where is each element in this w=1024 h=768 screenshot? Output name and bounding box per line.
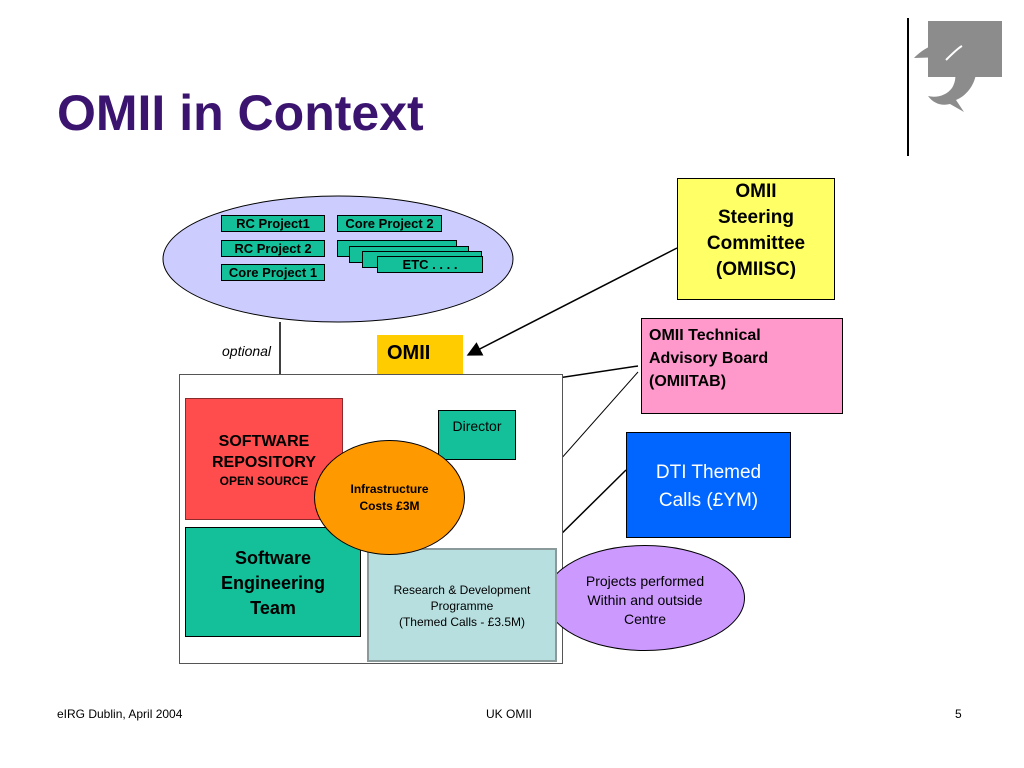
- steering-line1: OMII: [735, 181, 777, 202]
- etc-project-box: ETC . . . .: [377, 256, 483, 273]
- tab-line1: OMII Technical: [649, 327, 761, 344]
- software-engineering-line1: Software: [234, 548, 312, 568]
- director-box: Director: [438, 410, 516, 460]
- footer-left: eIRG Dublin, April 2004: [57, 707, 183, 721]
- slide-number: 5: [955, 707, 962, 721]
- projects-line1: Projects performed: [585, 573, 705, 589]
- infrastructure-line2: Costs £3M: [359, 498, 420, 513]
- dti-themed-calls-box: DTI Themed Calls (£YM): [626, 432, 791, 538]
- tab-line3: (OMIITAB): [649, 373, 727, 390]
- core-project1-box: Core Project 1: [221, 264, 325, 281]
- research-development-box: Research & Development Programme (Themed…: [367, 548, 557, 662]
- research-line3: (Themed Calls - £3.5M): [398, 615, 526, 629]
- infrastructure-costs-circle: Infrastructure Costs £3M: [314, 440, 465, 555]
- steering-line2: Steering: [717, 207, 795, 228]
- software-engineering-line3: Team: [250, 598, 296, 618]
- software-repository-line2: REPOSITORY: [211, 454, 317, 471]
- software-repository-line3: OPEN SOURCE: [219, 474, 309, 488]
- software-engineering-team-box: Software Engineering Team: [185, 527, 361, 637]
- infrastructure-line1: Infrastructure: [350, 481, 429, 496]
- steering-committee-box: OMII Steering Committee (OMIISC): [677, 178, 835, 300]
- dolphin-logo-icon: [907, 18, 1002, 156]
- steering-line4: (OMIISC): [715, 259, 797, 280]
- dti-line2: Calls (£YM): [658, 490, 759, 511]
- steering-line3: Committee: [706, 233, 806, 254]
- research-line1: Research & Development: [393, 583, 531, 597]
- dti-line1: DTI Themed: [655, 462, 762, 483]
- projects-line2: Within and outside: [587, 592, 703, 608]
- omii-label: OMII: [377, 335, 463, 374]
- research-line2: Programme: [430, 599, 494, 613]
- software-engineering-line2: Engineering: [220, 573, 325, 593]
- projects-line3: Centre: [623, 611, 667, 627]
- technical-advisory-board-box: OMII Technical Advisory Board (OMIITAB): [641, 318, 843, 414]
- projects-performed-ellipse: Projects performed Within and outside Ce…: [545, 545, 745, 651]
- tab-line2: Advisory Board: [649, 350, 769, 367]
- software-repository-line1: SOFTWARE: [218, 433, 310, 450]
- footer-center: UK OMII: [486, 707, 533, 721]
- rc-project2-box: RC Project 2: [221, 240, 325, 257]
- optional-label: optional: [222, 343, 272, 359]
- rc-project1-box: RC Project1: [221, 215, 325, 232]
- core-project2-box: Core Project 2: [337, 215, 442, 232]
- slide-title: OMII in Context: [57, 85, 424, 141]
